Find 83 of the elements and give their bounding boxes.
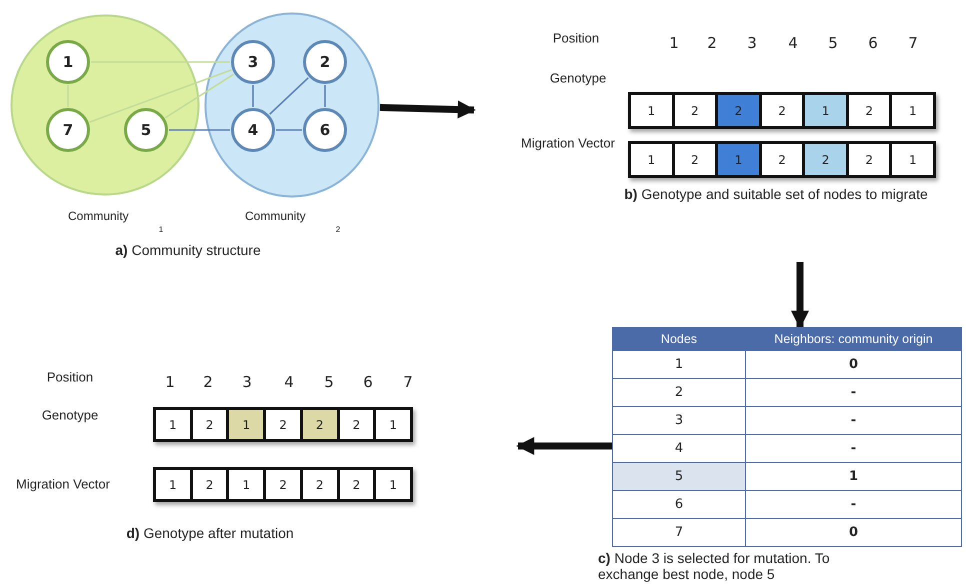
connector-line — [169, 129, 230, 131]
position-number: 2 — [203, 373, 213, 391]
gene-value: 1 — [229, 410, 266, 439]
connector-line — [252, 85, 254, 107]
gene-value: 2 — [266, 410, 303, 439]
gene-value: 2 — [848, 95, 892, 126]
community-origin-value: - — [746, 434, 962, 462]
position-number: 4 — [284, 373, 294, 391]
gene-value: 1 — [376, 410, 410, 439]
gene-value: 1 — [892, 95, 934, 126]
gene-value: 1 — [718, 144, 762, 175]
figure-caption: c) Node 3 is selected for mutation. To exchange best node, node 5 — [598, 550, 831, 582]
gene-vector — [153, 467, 413, 502]
node-number: 2 — [612, 378, 746, 406]
gene-value: 1 — [631, 144, 675, 175]
gene-value: 2 — [674, 144, 718, 175]
position-number: 3 — [747, 34, 757, 52]
node-number: 6 — [612, 490, 746, 518]
community-origin-value: - — [746, 378, 962, 406]
position-number: 7 — [908, 34, 918, 52]
column-header: Nodes — [612, 328, 746, 350]
gene-value: 2 — [192, 410, 230, 439]
community-origin-value: - — [746, 490, 962, 518]
gene-value: 2 — [805, 144, 849, 175]
figure-caption: a) Community structure — [115, 242, 261, 258]
gene-value: 2 — [674, 95, 718, 126]
gene-value: 2 — [302, 470, 340, 499]
community-origin-value: - — [746, 406, 962, 434]
connector-line — [91, 61, 230, 63]
gene-vector — [628, 141, 936, 178]
gene-value: 2 — [340, 470, 376, 499]
node-number: 5 — [612, 462, 746, 490]
arrow — [791, 262, 809, 329]
gene-value: 1 — [156, 410, 193, 439]
node-number: 1 — [612, 350, 746, 378]
position-number: 5 — [324, 373, 334, 391]
connector-line — [89, 69, 232, 123]
community-origin-value: 0 — [746, 350, 962, 378]
position-number: 3 — [242, 373, 252, 391]
neighbors-table — [612, 327, 962, 547]
position-number: 2 — [707, 34, 717, 52]
connector-line — [269, 77, 309, 115]
gene-value: 2 — [718, 95, 762, 126]
position-number: 7 — [403, 373, 413, 391]
arrow — [516, 437, 612, 455]
node-number: 7 — [612, 518, 746, 546]
gene-value: 2 — [762, 144, 806, 175]
connector-line — [276, 129, 302, 131]
arrow — [380, 100, 476, 119]
column-header: Neighbors: community origin — [746, 328, 962, 350]
row-label: Genotype — [42, 408, 98, 422]
position-number: 5 — [828, 34, 838, 52]
gene-value: 2 — [848, 144, 892, 175]
gene-value: 1 — [805, 95, 849, 126]
position-number: 4 — [788, 34, 798, 52]
gene-value: 1 — [229, 470, 266, 499]
row-label: Migration Vector — [521, 136, 615, 150]
gene-value: 1 — [631, 95, 675, 126]
node-number: 3 — [612, 406, 746, 434]
gene-value: 1 — [156, 470, 193, 499]
connector-line — [164, 74, 234, 118]
gene-value: 2 — [340, 410, 376, 439]
row-label: Genotype — [550, 70, 606, 86]
position-number: 6 — [363, 373, 373, 391]
gene-value: 2 — [266, 470, 303, 499]
gene-value: 2 — [192, 470, 230, 499]
gene-vector — [628, 92, 936, 129]
community-origin-value: 0 — [746, 518, 962, 546]
community-origin-value: 1 — [746, 462, 962, 490]
position-number: 1 — [165, 373, 175, 391]
position-number: 6 — [868, 34, 878, 52]
row-label: Position — [46, 370, 94, 384]
figure-caption: b) Genotype and suitable set of nodes to migrate — [624, 186, 928, 202]
gene-vector — [153, 407, 413, 442]
gene-value: 1 — [892, 144, 934, 175]
row-label: Position — [552, 30, 600, 46]
position-number: 1 — [669, 34, 679, 52]
connector-line — [324, 85, 326, 107]
row-label: Migration Vector — [16, 476, 110, 492]
gene-value: 2 — [302, 410, 340, 439]
figure-caption: d) Genotype after mutation — [126, 525, 294, 541]
gene-value: 1 — [376, 470, 410, 499]
gene-value: 2 — [762, 95, 806, 126]
